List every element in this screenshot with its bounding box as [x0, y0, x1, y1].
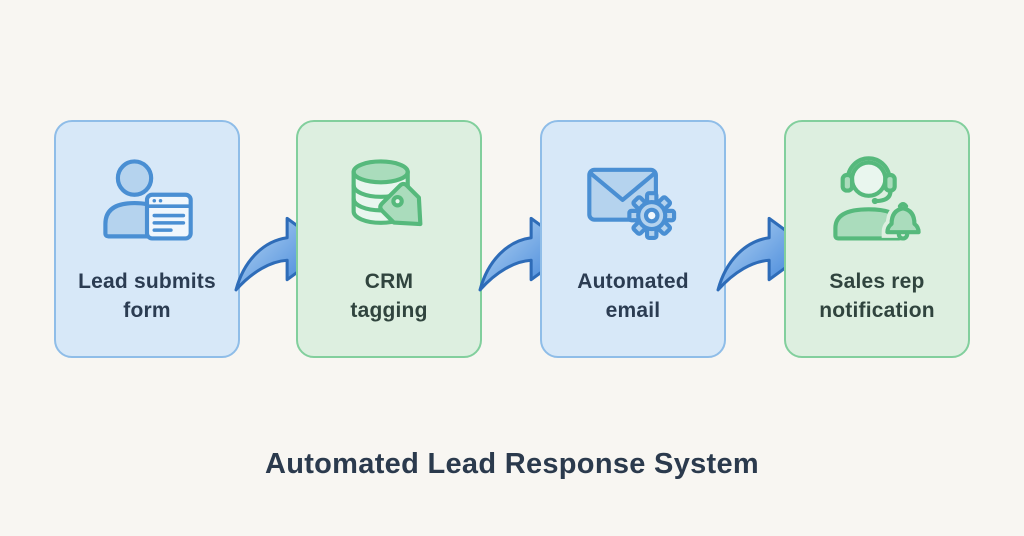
email-gear-icon — [581, 146, 685, 256]
step-card-sales-rep-notification: Sales rep notification — [784, 120, 970, 358]
step-label: CRM tagging — [350, 270, 428, 322]
user-form-icon — [95, 146, 199, 256]
database-tag-icon — [337, 146, 441, 256]
step-card-crm-tagging: CRM tagging — [296, 120, 482, 358]
step-card-automated-email: Automated email — [540, 120, 726, 358]
headset-bell-icon — [825, 146, 929, 256]
step-label: Sales rep notification — [819, 270, 935, 322]
diagram-title: Automated Lead Response System — [264, 448, 760, 480]
step-label: Lead submits form — [78, 270, 216, 322]
step-label: Automated email — [577, 270, 689, 322]
step-card-lead-submits-form: Lead submits form — [54, 120, 240, 358]
